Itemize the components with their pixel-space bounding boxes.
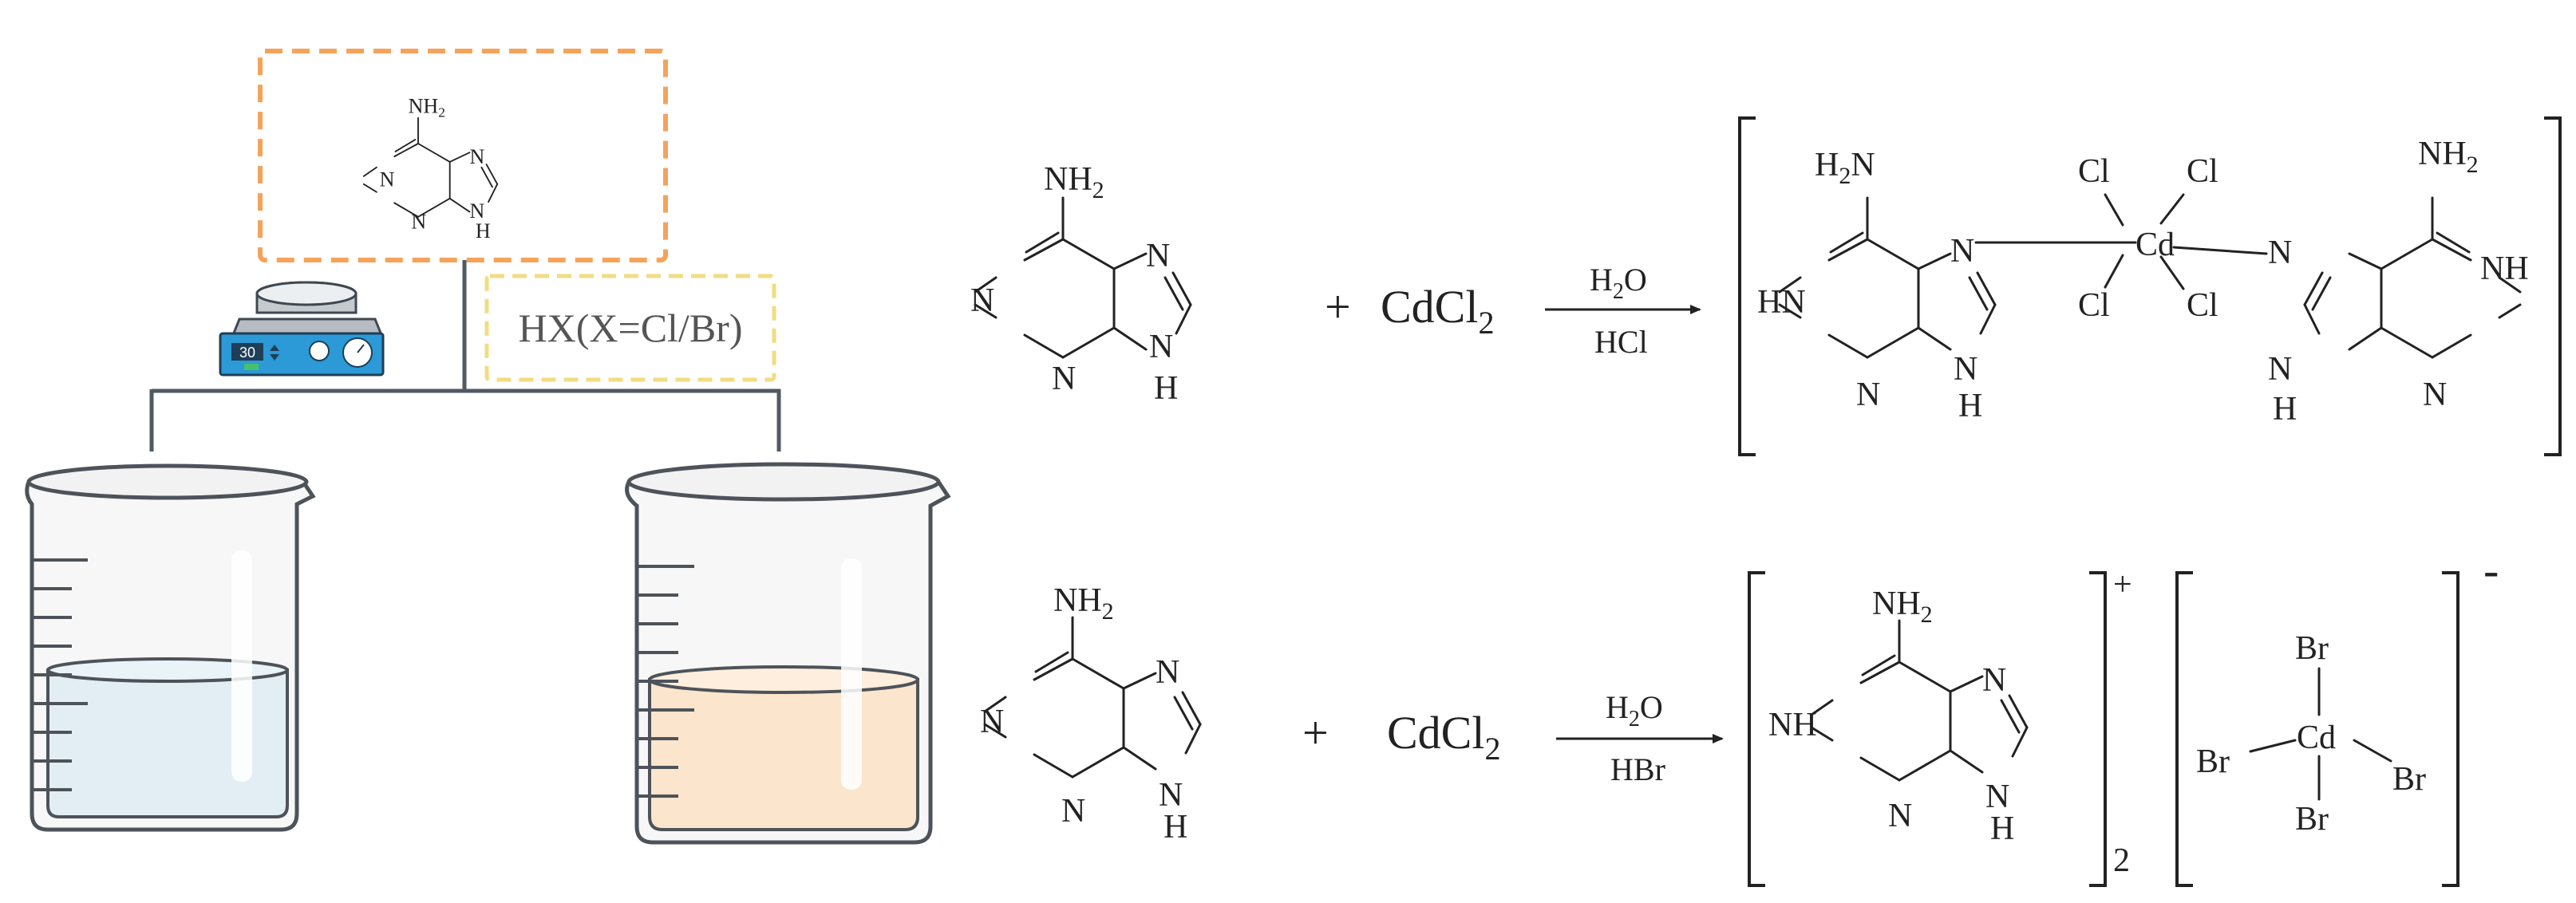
atom-n7: N (1950, 233, 1974, 270)
stirrer-display: 30 (239, 345, 255, 361)
atom-n3-r: N (2423, 377, 2447, 413)
atom-h2n: H2N (1815, 147, 1875, 189)
atom-cd: Cd (2297, 720, 2336, 756)
atom-cl-4: Cl (2187, 287, 2218, 324)
reactant-adenine-1: NH2 N N N N H (970, 161, 1192, 407)
setup-panel: NH2 N N N N H HX(X=Cl/Br) 30 (25, 49, 951, 845)
atom-n9: N (1159, 777, 1183, 814)
cation-bracket-close (2089, 571, 2107, 887)
atom-n9-h: H (1990, 810, 2014, 847)
atom-n9-h: H (1154, 370, 1178, 407)
atom-n1: N (380, 168, 395, 191)
condition-below: HBr (1610, 751, 1665, 787)
plus-sign: + (1325, 281, 1351, 333)
atom-n3: N (1052, 361, 1076, 397)
atom-n9-h-r: H (2273, 391, 2297, 428)
atom-nh: NH (1768, 707, 1817, 743)
atom-amine: NH2 (1053, 582, 1114, 625)
product-anion: Br Cd Br Br Br (2196, 630, 2426, 838)
atom-nh-r: NH (2480, 250, 2529, 287)
product-cation: NH2 NH N N N H (1768, 586, 2029, 847)
atom-n1: N (970, 282, 994, 319)
reagent-box (484, 274, 776, 382)
beaker-left (25, 463, 316, 832)
atom-n9-h: H (1164, 809, 1187, 846)
atom-cd: Cd (2135, 227, 2175, 263)
atom-n3: N (411, 211, 426, 234)
atom-hn: HN (1757, 284, 1806, 321)
atom-n7: N (1156, 654, 1179, 691)
atom-cl-1: Cl (2078, 153, 2110, 190)
atom-n3: N (1061, 793, 1085, 830)
atom-amine: NH2 (1872, 586, 1933, 628)
atom-n9-r: N (2268, 351, 2292, 388)
atom-n7: N (1982, 662, 2006, 699)
atom-n3: N (1888, 798, 1912, 834)
atom-n9-h: H (476, 219, 491, 243)
reactant-adenine-2: NH2 N N N N H (980, 582, 1202, 846)
atom-n9: N (1954, 351, 1977, 388)
atom-cl-2: Cl (2187, 153, 2218, 190)
atom-n7: N (469, 145, 484, 168)
atom-amine: NH2 (1044, 161, 1104, 203)
atom-amine: NH2 (409, 95, 445, 120)
atom-br-bottom: Br (2295, 801, 2329, 838)
atom-n7-r: N (2268, 235, 2292, 271)
cation-bracket-open (1748, 571, 1765, 887)
product-ligand-right: NH2 NH N N N H (2268, 136, 2529, 428)
atom-n7: N (1146, 238, 1170, 274)
liquid-left (46, 668, 289, 818)
condition-above: H2O (1606, 689, 1663, 731)
atom-n9-h: H (1958, 388, 1982, 424)
magnetic-stirrer: 30 (219, 281, 385, 377)
reagent-cdcl2: CdCl2 (1381, 281, 1495, 341)
liquid-right (648, 678, 919, 831)
atom-br-right: Br (2392, 761, 2426, 798)
beaker-right (625, 462, 951, 845)
condition-below: HCl (1594, 324, 1648, 360)
reaction-1: NH2 N N N N H + CdCl2 H2O HCl H2N HN N N… (970, 116, 2562, 456)
bracket-close (2544, 116, 2562, 456)
atom-n9: N (1985, 779, 2009, 815)
atom-br-left: Br (2196, 743, 2230, 780)
atom-n9: N (1149, 329, 1173, 365)
anion-charge: - (2483, 544, 2499, 596)
atom-amine-r: NH2 (2418, 136, 2479, 178)
cation-count: 2 (2113, 842, 2130, 879)
atom-n3: N (1856, 377, 1880, 413)
adenine-box (258, 49, 668, 262)
adenine-small: NH2 N N N N H (362, 95, 499, 243)
anion-bracket-close (2442, 571, 2459, 887)
reagent-cdcl2: CdCl2 (1387, 707, 1501, 767)
atom-n1: N (980, 704, 1004, 740)
cation-charge: + (2113, 566, 2132, 603)
atom-cl-3: Cl (2078, 287, 2110, 324)
condition-above: H2O (1590, 262, 1647, 304)
atom-br-top: Br (2295, 630, 2329, 667)
reaction-2: NH2 N N N N H + CdCl2 H2O HBr + 2 NH2 NH… (980, 544, 2499, 887)
atom-n9: N (469, 199, 484, 223)
product-ligand-left: H2N HN N N N H (1757, 147, 1997, 424)
plus-sign: + (1302, 707, 1329, 759)
bracket-open (1738, 116, 1756, 456)
reagent-label: HX(X=Cl/Br) (519, 306, 743, 350)
anion-bracket-open (2175, 571, 2193, 887)
